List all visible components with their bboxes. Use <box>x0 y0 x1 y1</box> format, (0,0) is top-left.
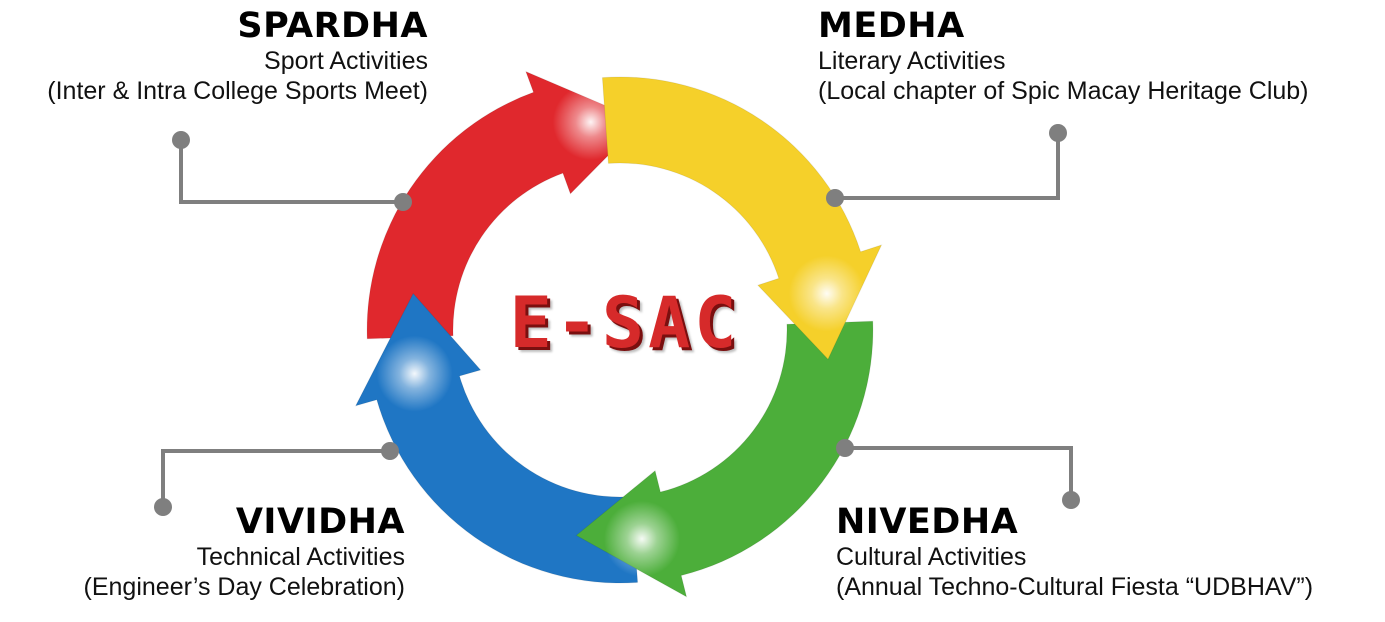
nivedha-title: NIVEDHA <box>836 502 1019 542</box>
vividha-arrow <box>354 292 639 584</box>
medha-connector-ring-dot <box>826 189 844 207</box>
nivedha-connector <box>845 446 1073 500</box>
nivedha-block: NIVEDHA Cultural Activities (Annual Tech… <box>836 502 1313 602</box>
spardha-detail: (Inter & Intra College Sports Meet) <box>47 76 428 105</box>
medha-arrow <box>601 76 883 361</box>
medha-arrow-highlight <box>788 255 865 332</box>
nivedha-connector-ring-dot <box>836 439 854 457</box>
nivedha-arrow-highlight <box>603 500 680 577</box>
vividha-detail: (Engineer’s Day Celebration) <box>83 572 405 601</box>
vividha-arrow-highlight <box>376 335 453 412</box>
vividha-connector-outer-dot <box>154 498 172 516</box>
connector-lines <box>154 124 1080 516</box>
nivedha-arrow <box>575 320 874 598</box>
vividha-title: VIVIDHA <box>235 502 405 542</box>
spardha-subtitle: Sport Activities <box>264 47 428 76</box>
cycle-ring <box>354 70 883 598</box>
nivedha-subtitle: Cultural Activities <box>836 543 1027 572</box>
medha-detail: (Local chapter of Spic Macay Heritage Cl… <box>818 76 1309 105</box>
medha-connector <box>835 133 1060 200</box>
spardha-connector <box>179 140 403 204</box>
spardha-block: SPARDHA Sport Activities (Inter & Intra … <box>47 6 428 106</box>
medha-subtitle: Literary Activities <box>818 47 1006 76</box>
vividha-connector <box>161 449 390 507</box>
medha-connector-outer-dot <box>1049 124 1067 142</box>
center-logo: E-SAC <box>509 282 741 364</box>
medha-block: MEDHA Literary Activities (Local chapter… <box>818 6 1309 106</box>
spardha-connector-outer-dot <box>172 131 190 149</box>
nivedha-detail: (Annual Techno-Cultural Fiesta “UDBHAV”) <box>836 572 1314 601</box>
vividha-subtitle: Technical Activities <box>196 543 405 572</box>
medha-title: MEDHA <box>818 6 965 46</box>
vividha-connector-ring-dot <box>381 442 399 460</box>
vividha-block: VIVIDHA Technical Activities (Engineer’s… <box>84 502 405 602</box>
spardha-title: SPARDHA <box>237 6 428 46</box>
nivedha-connector-outer-dot <box>1062 491 1080 509</box>
spardha-connector-ring-dot <box>394 193 412 211</box>
